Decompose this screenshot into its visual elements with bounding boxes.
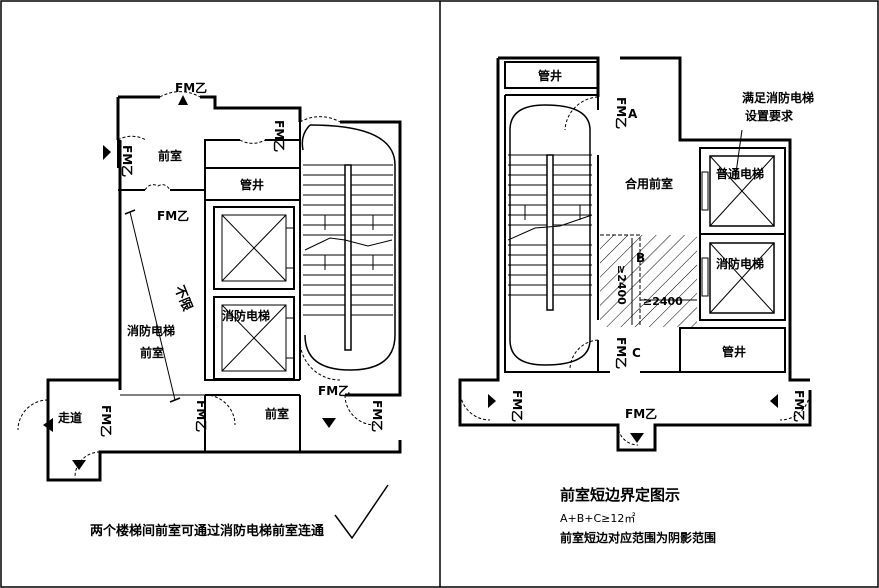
door-label: FM乙 bbox=[318, 384, 350, 398]
room-label-normal-lift: 普通电梯 bbox=[716, 166, 764, 181]
arrow-icon bbox=[43, 95, 336, 470]
door-label: FM乙 bbox=[625, 407, 657, 421]
door-label: FM乙 bbox=[194, 400, 208, 432]
room-label-shaft: 管井 bbox=[538, 68, 562, 83]
door-label: FM乙 bbox=[614, 97, 628, 129]
door-label: FM乙 bbox=[510, 390, 524, 422]
check-mark-icon bbox=[334, 484, 389, 540]
area-label-b: B bbox=[636, 251, 645, 265]
door-label: FM乙 bbox=[272, 120, 286, 152]
room-label-shaft: 管井 bbox=[722, 344, 746, 359]
right-note: 前室短边对应范围为阴影范围 bbox=[560, 530, 716, 545]
left-plan bbox=[17, 91, 402, 482]
arrow-icon bbox=[488, 394, 778, 443]
room-label-front-room: 前室 bbox=[265, 406, 289, 421]
room-label-fire-lift-front-room: 前室 bbox=[140, 345, 164, 360]
right-formula: A+B+C≥12㎡ bbox=[560, 512, 635, 525]
room-label-combined-front-room: 合用前室 bbox=[625, 176, 673, 191]
door-label: FM乙 bbox=[99, 405, 113, 437]
area-label-c: C bbox=[632, 346, 641, 360]
door-label: FM乙 bbox=[370, 400, 384, 432]
area-label-a: A bbox=[628, 107, 638, 121]
room-label-fire-lift: 消防电梯 bbox=[716, 256, 764, 271]
room-label-corridor: 走道 bbox=[58, 410, 82, 425]
left-caption: 两个楼梯间前室可通过消防电梯前室连通 bbox=[90, 523, 324, 539]
room-label-front-room: 前室 bbox=[158, 148, 182, 163]
dimension-horizontal: ≥2400 bbox=[643, 295, 683, 308]
right-title: 前室短边界定图示 bbox=[560, 486, 680, 504]
dimension-note: 不限 bbox=[171, 284, 195, 315]
annotation-text: 设置要求 bbox=[745, 108, 794, 123]
door-label: FM乙 bbox=[175, 81, 207, 95]
door-label: FM乙 bbox=[792, 390, 806, 422]
room-label-shaft: 管井 bbox=[240, 177, 264, 192]
dimension-vertical: ≥2400 bbox=[615, 265, 628, 305]
room-label-fire-lift-front-room: 消防电梯 bbox=[127, 323, 175, 338]
right-plan bbox=[458, 56, 812, 452]
door-label: FM乙 bbox=[614, 337, 628, 369]
annotation-text: 满足消防电梯 bbox=[742, 90, 814, 105]
door-label: FM乙 bbox=[157, 209, 189, 223]
door-label: FM乙 bbox=[120, 145, 134, 177]
room-label-fire-lift: 消防电梯 bbox=[222, 308, 270, 323]
